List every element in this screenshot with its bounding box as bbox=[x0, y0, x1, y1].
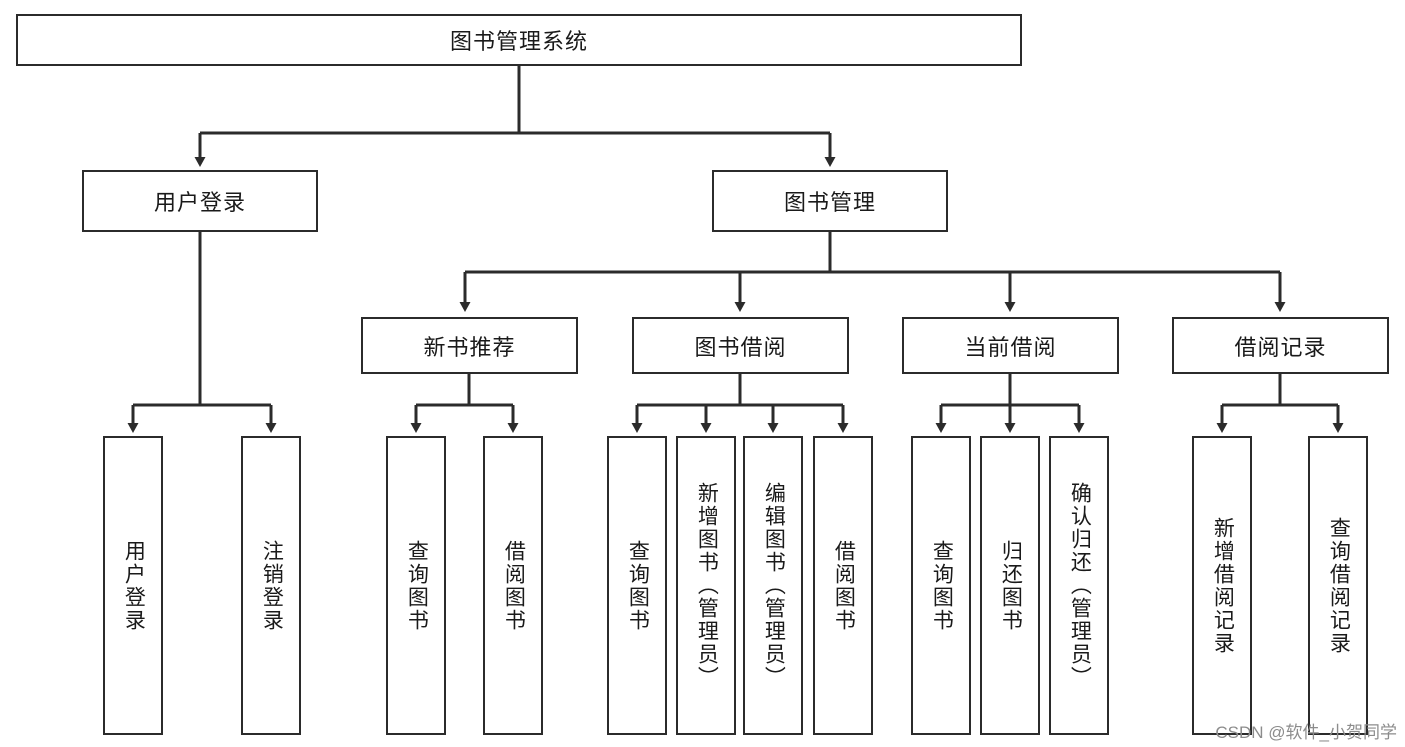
node-label: 借阅记录 bbox=[1234, 334, 1327, 360]
leaf-current-return-book[interactable]: 归还图书 bbox=[980, 436, 1040, 735]
node-label: 图书管理 bbox=[783, 190, 876, 215]
node-borrow-record[interactable]: 借阅记录 bbox=[1172, 317, 1389, 374]
leaf-current-query-book[interactable]: 查询图书 bbox=[911, 436, 971, 735]
node-label: 借阅图书 bbox=[502, 539, 526, 632]
node-root-book-management-system[interactable]: 图书管理系统 bbox=[16, 14, 1022, 66]
leaf-borrow-edit-book-admin[interactable]: 编辑图书（管理员） bbox=[743, 436, 803, 735]
leaf-new-book-query[interactable]: 查询图书 bbox=[386, 436, 446, 735]
node-label: 新书推荐 bbox=[423, 334, 516, 360]
leaf-user-login-login[interactable]: 用户登录 bbox=[103, 436, 163, 735]
node-label: 用户登录 bbox=[122, 539, 146, 632]
leaf-record-add-borrow-record[interactable]: 新增借阅记录 bbox=[1192, 436, 1252, 735]
node-label: 编辑图书（管理员） bbox=[762, 482, 786, 689]
node-label: 查询图书 bbox=[930, 539, 954, 632]
leaf-borrow-add-book-admin[interactable]: 新增图书（管理员） bbox=[676, 436, 736, 735]
leaf-borrow-borrow-book[interactable]: 借阅图书 bbox=[813, 436, 873, 735]
node-label: 注销登录 bbox=[260, 539, 284, 632]
leaf-user-login-logout[interactable]: 注销登录 bbox=[241, 436, 301, 735]
node-label: 归还图书 bbox=[999, 539, 1023, 632]
node-user-login[interactable]: 用户登录 bbox=[82, 170, 318, 232]
node-label: 确认归还（管理员） bbox=[1068, 482, 1092, 689]
node-label: 用户登录 bbox=[153, 190, 246, 215]
node-label: 新增图书（管理员） bbox=[695, 482, 719, 689]
node-new-book-recommend[interactable]: 新书推荐 bbox=[361, 317, 578, 374]
leaf-borrow-query-book[interactable]: 查询图书 bbox=[607, 436, 667, 735]
node-label: 查询图书 bbox=[626, 539, 650, 632]
leaf-new-book-borrow[interactable]: 借阅图书 bbox=[483, 436, 543, 735]
node-current-borrow[interactable]: 当前借阅 bbox=[902, 317, 1119, 374]
csdn-watermark: CSDN @软件_小贺同学 bbox=[1215, 723, 1397, 742]
node-label: 图书管理系统 bbox=[449, 29, 588, 54]
leaf-record-query-borrow-record[interactable]: 查询借阅记录 bbox=[1308, 436, 1368, 735]
node-label: 新增借阅记录 bbox=[1211, 516, 1235, 655]
leaf-current-confirm-return-admin[interactable]: 确认归还（管理员） bbox=[1049, 436, 1109, 735]
node-label: 当前借阅 bbox=[964, 334, 1057, 360]
node-book-management[interactable]: 图书管理 bbox=[712, 170, 948, 232]
node-label: 查询借阅记录 bbox=[1327, 516, 1351, 655]
node-label: 图书借阅 bbox=[694, 334, 787, 360]
node-book-borrow[interactable]: 图书借阅 bbox=[632, 317, 849, 374]
node-label: 借阅图书 bbox=[832, 539, 856, 632]
node-label: 查询图书 bbox=[405, 539, 429, 632]
